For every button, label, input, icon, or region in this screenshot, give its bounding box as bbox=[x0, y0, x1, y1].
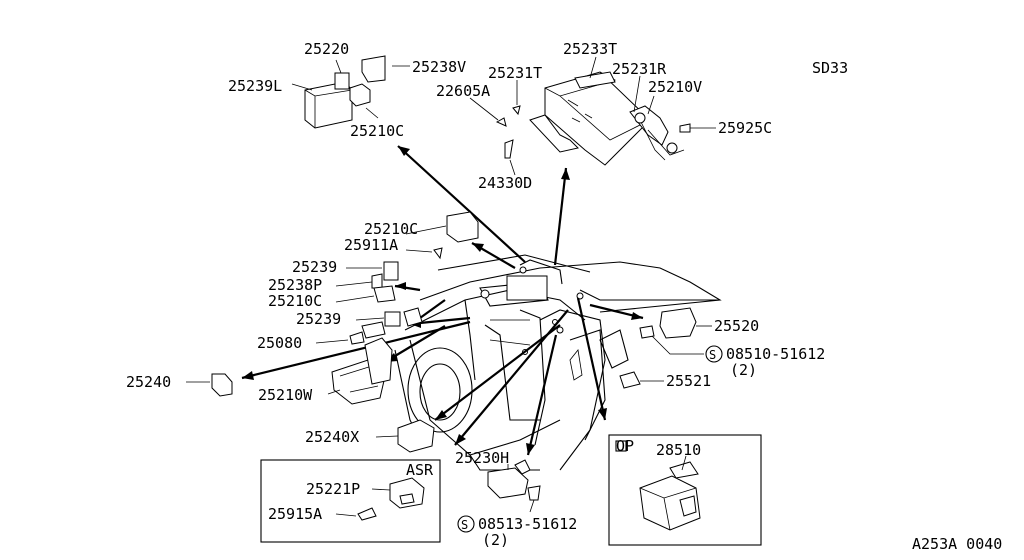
op-box-title: OP bbox=[616, 437, 634, 455]
label-25230h: 25230H bbox=[455, 449, 509, 467]
label-25231t: 25231T bbox=[488, 64, 542, 82]
label-25915a: 25915A bbox=[268, 505, 322, 523]
label-22605a: 22605A bbox=[436, 82, 490, 100]
label-28510: 28510 bbox=[656, 441, 701, 459]
asr-option-box: ASR bbox=[260, 459, 441, 543]
part-25230h bbox=[487, 459, 541, 513]
label-25239-a: 25239 bbox=[292, 258, 337, 276]
label-25210c-top: 25210C bbox=[350, 122, 404, 140]
label-25925c: 25925C bbox=[718, 119, 772, 137]
label-25210v: 25210V bbox=[648, 78, 702, 96]
right-parts bbox=[619, 307, 712, 389]
vehicle-outline bbox=[394, 254, 722, 471]
relay-group-top-left bbox=[291, 55, 410, 129]
label-25233t: 25233T bbox=[563, 40, 617, 58]
label-25221p: 25221P bbox=[306, 480, 360, 498]
label-25210c-low: 25210C bbox=[268, 292, 322, 310]
label-24330d: 24330D bbox=[478, 174, 532, 192]
label-25231r: 25231R bbox=[612, 60, 667, 78]
label-25238v: 25238V bbox=[412, 58, 466, 76]
label-25210w: 25210W bbox=[258, 386, 313, 404]
s-symbol-08513: S bbox=[457, 515, 475, 533]
sensor-left bbox=[186, 337, 393, 405]
label-25239-b: 25239 bbox=[296, 310, 341, 328]
label-25238p: 25238P bbox=[268, 276, 322, 294]
drawing-number: A253A 0040 bbox=[912, 535, 1002, 553]
label-08513-51612: 08513-51612 bbox=[478, 515, 577, 533]
label-25240x: 25240X bbox=[305, 428, 359, 446]
label-25239l: 25239L bbox=[228, 77, 282, 95]
label-25240: 25240 bbox=[126, 373, 171, 391]
label-08510-51612: 08510-51612 bbox=[726, 345, 825, 363]
label-08510-qty: (2) bbox=[730, 361, 757, 379]
asr-box-title: ASR bbox=[406, 461, 434, 479]
label-25521: 25521 bbox=[666, 372, 711, 390]
label-25911a: 25911A bbox=[344, 236, 398, 254]
s-symbol-08510: S bbox=[705, 345, 723, 363]
label-25210c-mid: 25210C bbox=[364, 220, 418, 238]
label-25520: 25520 bbox=[714, 317, 759, 335]
control-unit-bracket bbox=[469, 56, 716, 176]
op-option-box: OP bbox=[608, 434, 762, 546]
relay-parts-middle bbox=[315, 211, 479, 345]
sensor-25240x bbox=[375, 419, 435, 453]
label-08513-qty: (2) bbox=[482, 531, 509, 549]
label-25080: 25080 bbox=[257, 334, 302, 352]
svg-text:S: S bbox=[709, 348, 716, 362]
model-code: SD33 bbox=[812, 59, 848, 77]
label-25220: 25220 bbox=[304, 40, 349, 58]
svg-text:S: S bbox=[461, 518, 468, 532]
